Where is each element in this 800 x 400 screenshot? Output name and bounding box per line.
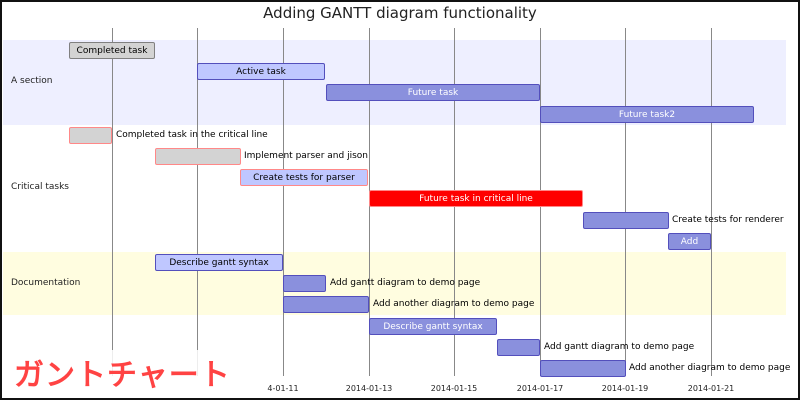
section-label: Documentation [11,277,81,288]
task-label: Future task2 [618,109,676,120]
task-bar[interactable]: Add [668,233,711,250]
grid-line [197,28,198,376]
section-label: A section [11,76,53,87]
task-bar[interactable]: Describe gantt syntax [155,254,283,271]
task-bar[interactable] [497,339,540,356]
task-label: Describe gantt syntax [383,321,483,332]
task-label: Active task [236,66,286,77]
task-bar[interactable] [540,360,626,377]
section-label: Critical tasks [11,182,69,193]
axis-tick-label: 2014-01-17 [516,384,564,393]
task-label: Completed task [76,45,148,56]
task-label: Describe gantt syntax [169,257,269,268]
axis-tick-label: 2014-01-13 [345,384,393,393]
task-label: Future task [407,87,459,98]
axis-tick-label: 2014-01-21 [687,384,735,393]
task-bar[interactable]: Describe gantt syntax [369,318,497,335]
task-bar[interactable]: Create tests for parser [240,169,368,186]
section-band [3,124,786,252]
grid-line [625,28,626,376]
task-label: Future task in critical line [419,193,533,204]
grid-line [112,28,113,376]
task-bar[interactable]: Future task2 [540,106,754,123]
grid-line [711,28,712,376]
task-bar[interactable]: Completed task [69,42,155,59]
chart-title: Adding GANTT diagram functionality [263,4,537,22]
task-bar[interactable] [283,275,326,292]
task-bar[interactable] [155,148,241,165]
axis-tick-label: 4-01-11 [267,384,299,393]
task-bar[interactable]: Future task in critical line [369,190,583,207]
section-band [3,252,786,316]
task-bar[interactable]: Future task [326,84,540,101]
task-label: Add another diagram to demo page [629,363,791,373]
task-label: Completed task in the critical line [116,130,268,140]
task-label: Create tests for parser [253,172,355,183]
task-label: Add [680,236,699,247]
axis-tick-label: 2014-01-19 [601,384,649,393]
task-label: Implement parser and jison [244,151,368,161]
task-label: Create tests for renderer [672,215,784,225]
watermark-text: ガントチャート [10,350,235,394]
axis-tick-label: 2014-01-15 [430,384,478,393]
task-label: Add another diagram to demo page [373,299,535,309]
task-bar[interactable]: Active task [197,63,325,80]
grid-line [283,28,284,376]
task-bar[interactable] [583,212,669,229]
task-label: Add gantt diagram to demo page [330,278,481,288]
task-bar[interactable] [283,296,369,313]
task-bar[interactable] [69,127,112,144]
task-label: Add gantt diagram to demo page [544,342,695,352]
